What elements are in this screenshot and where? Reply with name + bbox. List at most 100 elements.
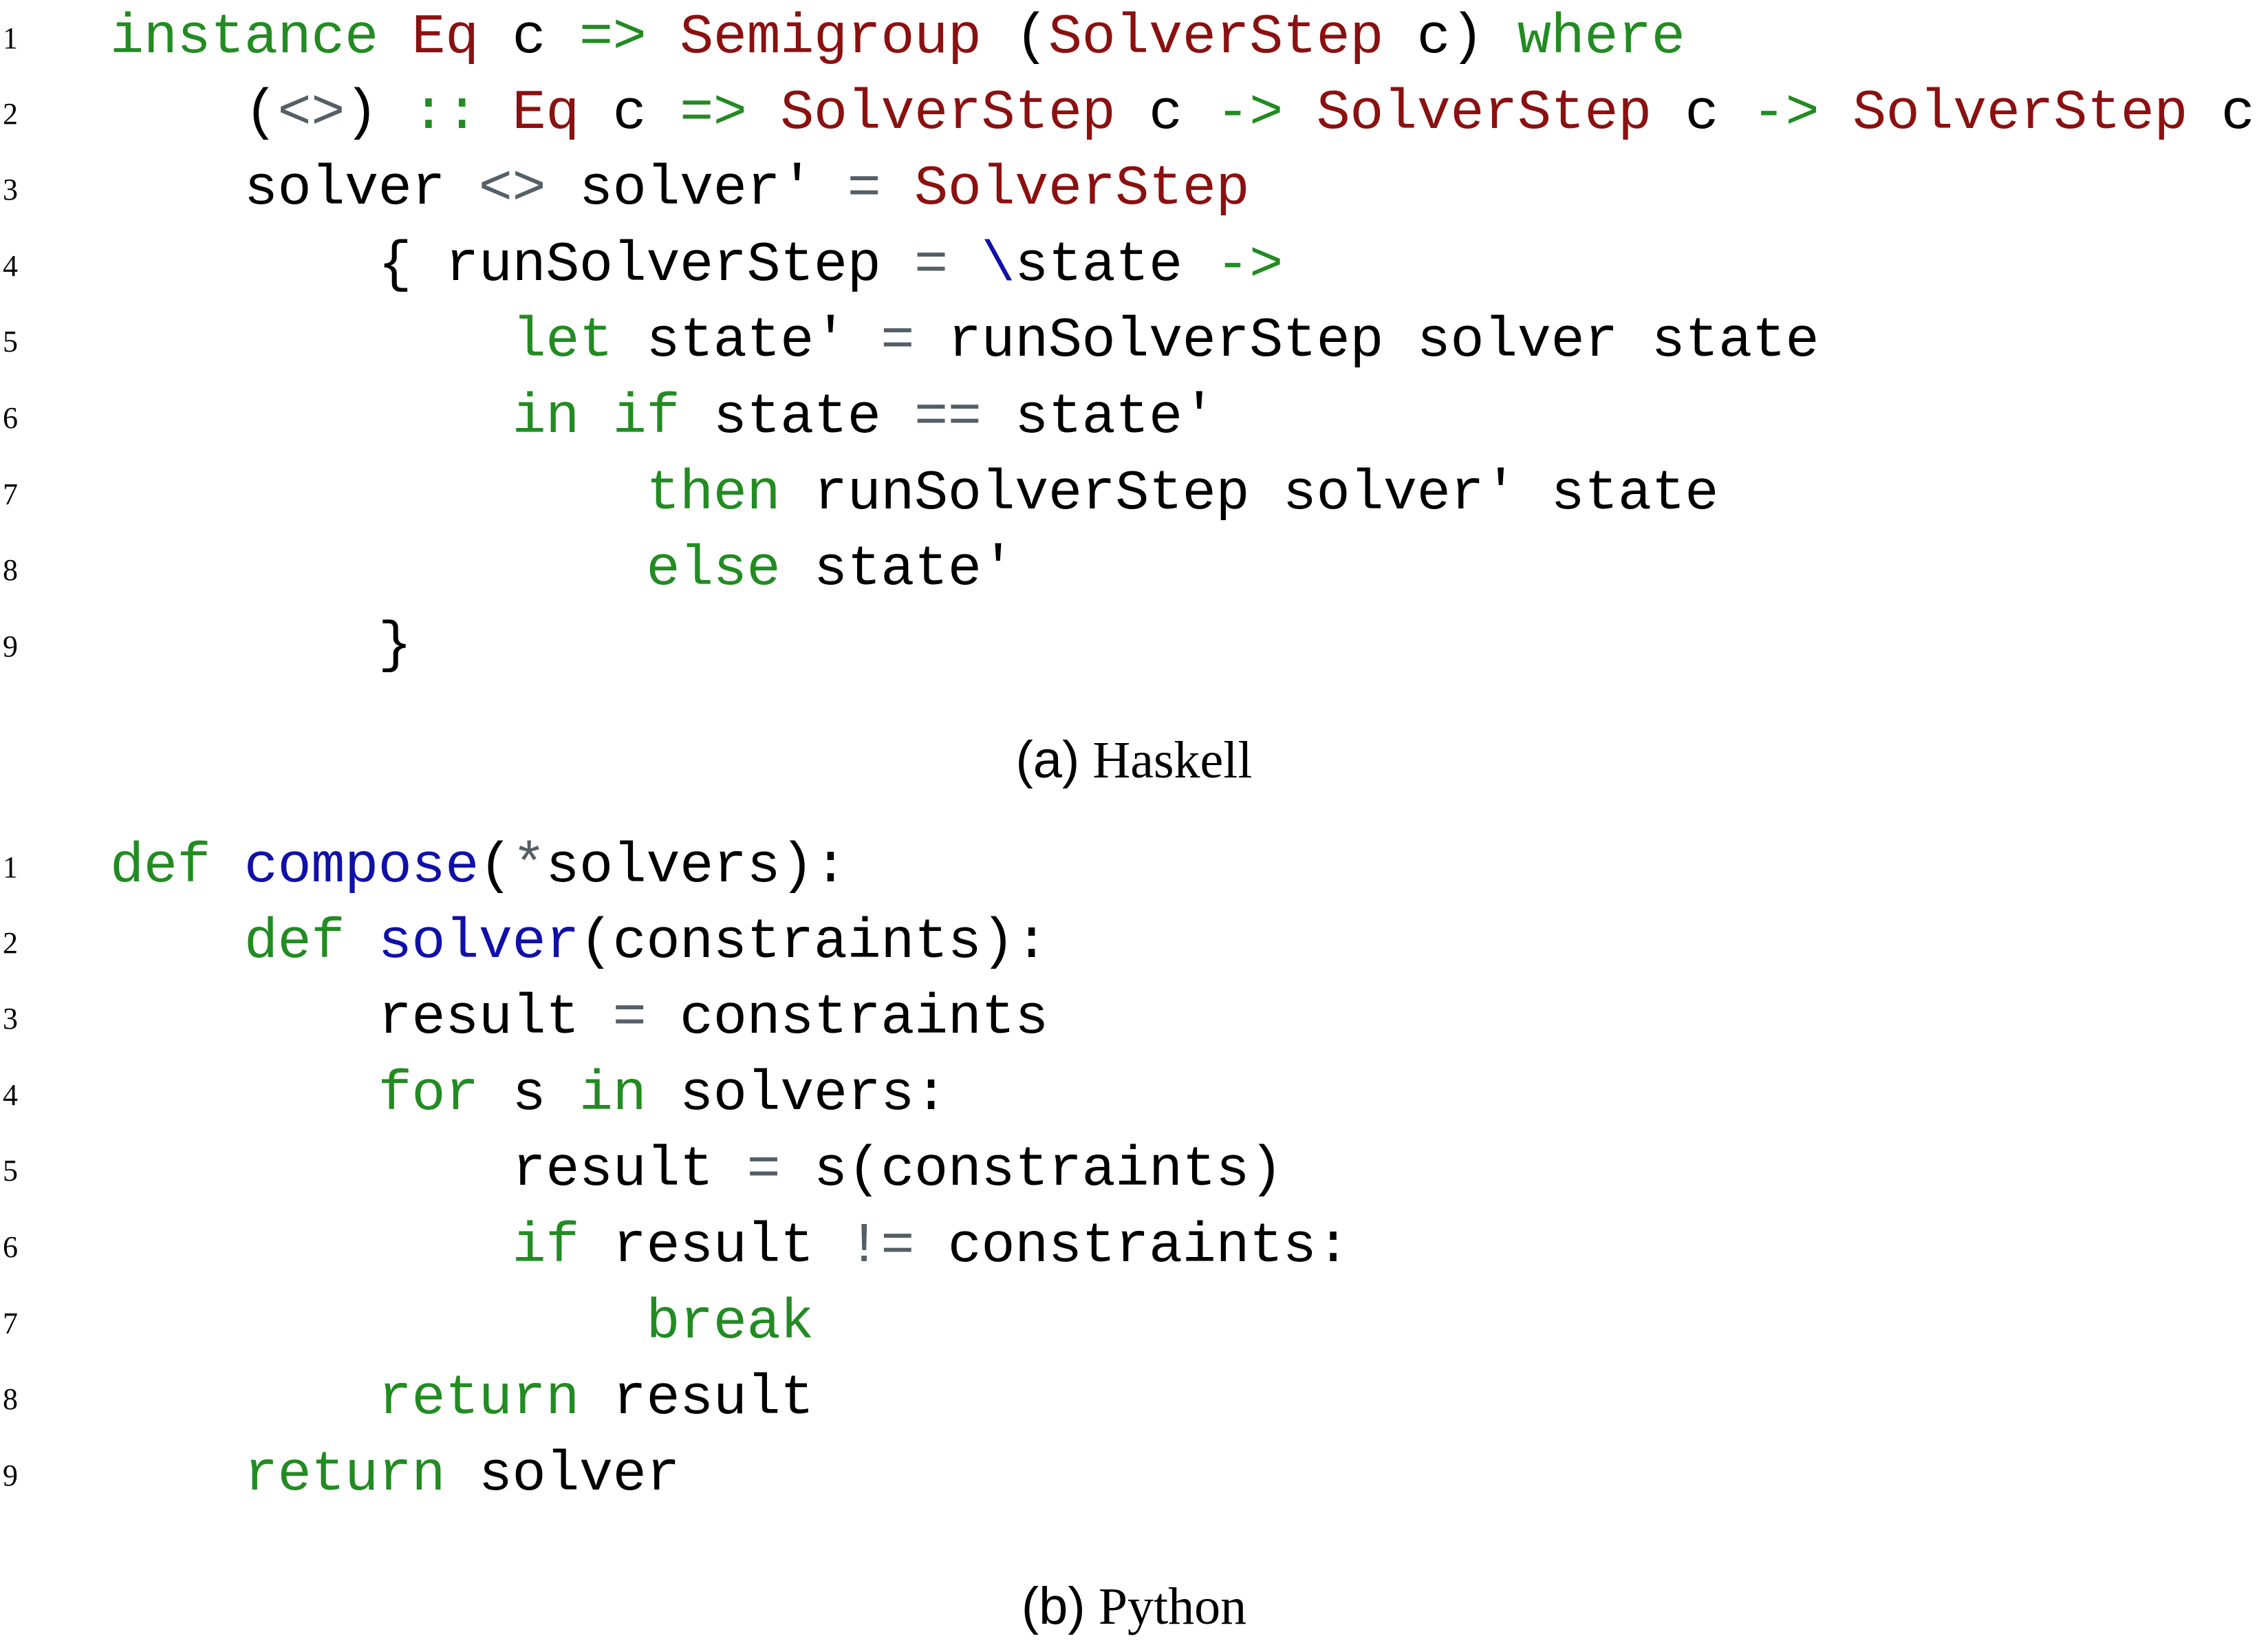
code-token: s [478, 1062, 579, 1126]
code-token: in [512, 385, 580, 449]
code-token: compose [244, 835, 479, 899]
code-token: c [2188, 81, 2255, 145]
caption-tag: (a) [1015, 731, 1080, 789]
code-token: = [847, 157, 881, 221]
code-text: return solver [110, 1437, 680, 1513]
code-token: ( [478, 835, 512, 899]
code-token: result [579, 1214, 847, 1278]
code-token: c) [1383, 6, 1518, 69]
code-token: state [1015, 233, 1216, 297]
code-text: in if state == state' [110, 380, 1216, 455]
code-token: solver [110, 157, 479, 221]
haskell-caption: (a) Haskell [0, 729, 2268, 791]
code-token [345, 910, 378, 974]
code-token [110, 309, 512, 373]
code-token: == [914, 385, 982, 449]
code-token: -> [1216, 233, 1283, 297]
line-number: 3 [3, 1002, 18, 1035]
code-token [1819, 81, 1853, 145]
code-token [948, 233, 982, 297]
code-line: 3 result = constraints [0, 980, 2268, 1056]
code-text: def compose(*solvers): [110, 829, 847, 905]
line-number: 1 [3, 21, 18, 55]
code-text: solver <> solver' = SolverStep [110, 151, 1250, 227]
code-text: } [110, 608, 412, 684]
line-number: 6 [3, 401, 18, 435]
code-token: <> [277, 81, 345, 145]
code-text: else state' [110, 532, 1015, 608]
code-token: \ [981, 233, 1015, 297]
code-token: solver' [546, 157, 847, 221]
code-token: ( [110, 81, 278, 145]
code-token: constraints [646, 986, 1048, 1050]
code-token: runSolverStep solver' state [780, 462, 1719, 526]
code-token: solvers: [646, 1062, 948, 1126]
line-number: 5 [3, 1154, 18, 1188]
code-line: 6 in if state == state' [0, 380, 2268, 455]
code-token: state [680, 385, 915, 449]
code-token: c [579, 81, 680, 145]
line-number: 8 [3, 553, 18, 587]
code-token: break [646, 1291, 814, 1355]
code-token [110, 462, 646, 526]
code-token: c [1651, 81, 1752, 145]
code-text: then runSolverStep solver' state [110, 456, 1718, 532]
code-token: (constraints): [579, 910, 1048, 974]
caption-text: Python [1098, 1578, 1247, 1635]
code-line: 1 def compose(*solvers): [0, 829, 2268, 905]
code-token: c [478, 6, 579, 69]
caption-tag: (b) [1021, 1577, 1086, 1635]
code-token: where [1517, 6, 1685, 69]
code-line: 2 (<>) :: Eq c => SolverStep c -> Solver… [0, 76, 2268, 151]
code-line: 8 else state' [0, 532, 2268, 608]
code-text: if result != constraints: [110, 1209, 1350, 1285]
code-line: 5 let state' = runSolverStep solver stat… [0, 303, 2268, 379]
code-token: for [378, 1062, 479, 1126]
code-line: 6 if result != constraints: [0, 1209, 2268, 1285]
code-token: = [881, 309, 915, 373]
code-token: solver [378, 910, 580, 974]
code-token: = [914, 233, 948, 297]
code-token: } [110, 614, 412, 678]
code-token: constraints: [914, 1214, 1350, 1278]
code-token [110, 1443, 244, 1507]
code-token: if [512, 1214, 580, 1278]
code-text: let state' = runSolverStep solver state [110, 303, 1819, 379]
code-token: instance [110, 6, 378, 69]
code-token: Semigroup [680, 6, 982, 69]
code-token: if [612, 385, 680, 449]
code-token: runSolverStep solver state [914, 309, 1819, 373]
line-number: 7 [3, 477, 18, 511]
code-line: 8 return result [0, 1361, 2268, 1437]
code-token: = [612, 986, 647, 1050]
code-line: 9 return solver [0, 1437, 2268, 1513]
code-line: 4 for s in solvers: [0, 1057, 2268, 1132]
code-token: SolverStep [914, 157, 1250, 221]
code-text: def solver(constraints): [110, 905, 1049, 980]
line-number: 9 [3, 630, 18, 663]
code-line: 4 { runSolverStep = \state -> [0, 228, 2268, 303]
code-token [378, 6, 412, 69]
code-token: ) [344, 81, 412, 145]
code-token: return [378, 1366, 580, 1430]
code-token: state' [981, 385, 1216, 449]
code-token [110, 1291, 646, 1355]
code-token: ( [981, 6, 1048, 69]
code-token [747, 81, 781, 145]
line-number: 4 [3, 249, 18, 283]
code-token: result [110, 986, 613, 1050]
code-token: SolverStep [1048, 6, 1384, 69]
code-line: 5 result = s(constraints) [0, 1132, 2268, 1208]
code-token: SolverStep [1316, 81, 1652, 145]
code-token [881, 157, 914, 221]
code-text: result = s(constraints) [110, 1132, 1283, 1208]
line-number: 2 [3, 97, 18, 131]
line-number: 6 [3, 1230, 18, 1264]
line-number: 8 [3, 1382, 18, 1416]
code-token: => [579, 6, 647, 69]
code-token: :: [411, 81, 479, 145]
code-token: -> [1216, 81, 1283, 145]
code-text: for s in solvers: [110, 1057, 949, 1132]
python-caption: (b) Python [0, 1576, 2268, 1637]
code-token: state' [780, 537, 1015, 601]
